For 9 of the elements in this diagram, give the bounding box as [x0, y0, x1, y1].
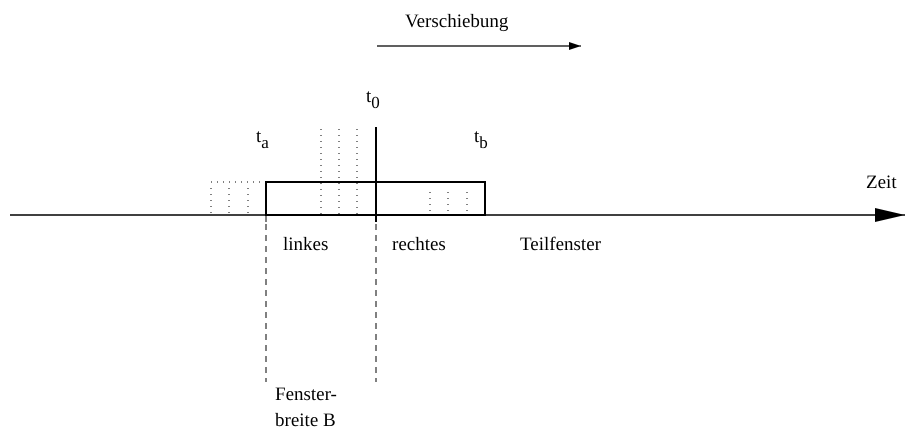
time-label: t$_{a}$: [256, 125, 269, 150]
window-label: linkes: [283, 233, 328, 257]
time-label: t$_{b}$: [474, 125, 488, 150]
axis-label: Zeit: [866, 171, 897, 195]
arrow-label: Verschiebung: [405, 10, 508, 34]
window-label: Teilfenster: [520, 233, 601, 257]
window-label: rechtes: [392, 233, 446, 257]
time-label: t$_{0}$: [366, 85, 380, 110]
width-label: Fenster- breite B: [275, 383, 338, 433]
